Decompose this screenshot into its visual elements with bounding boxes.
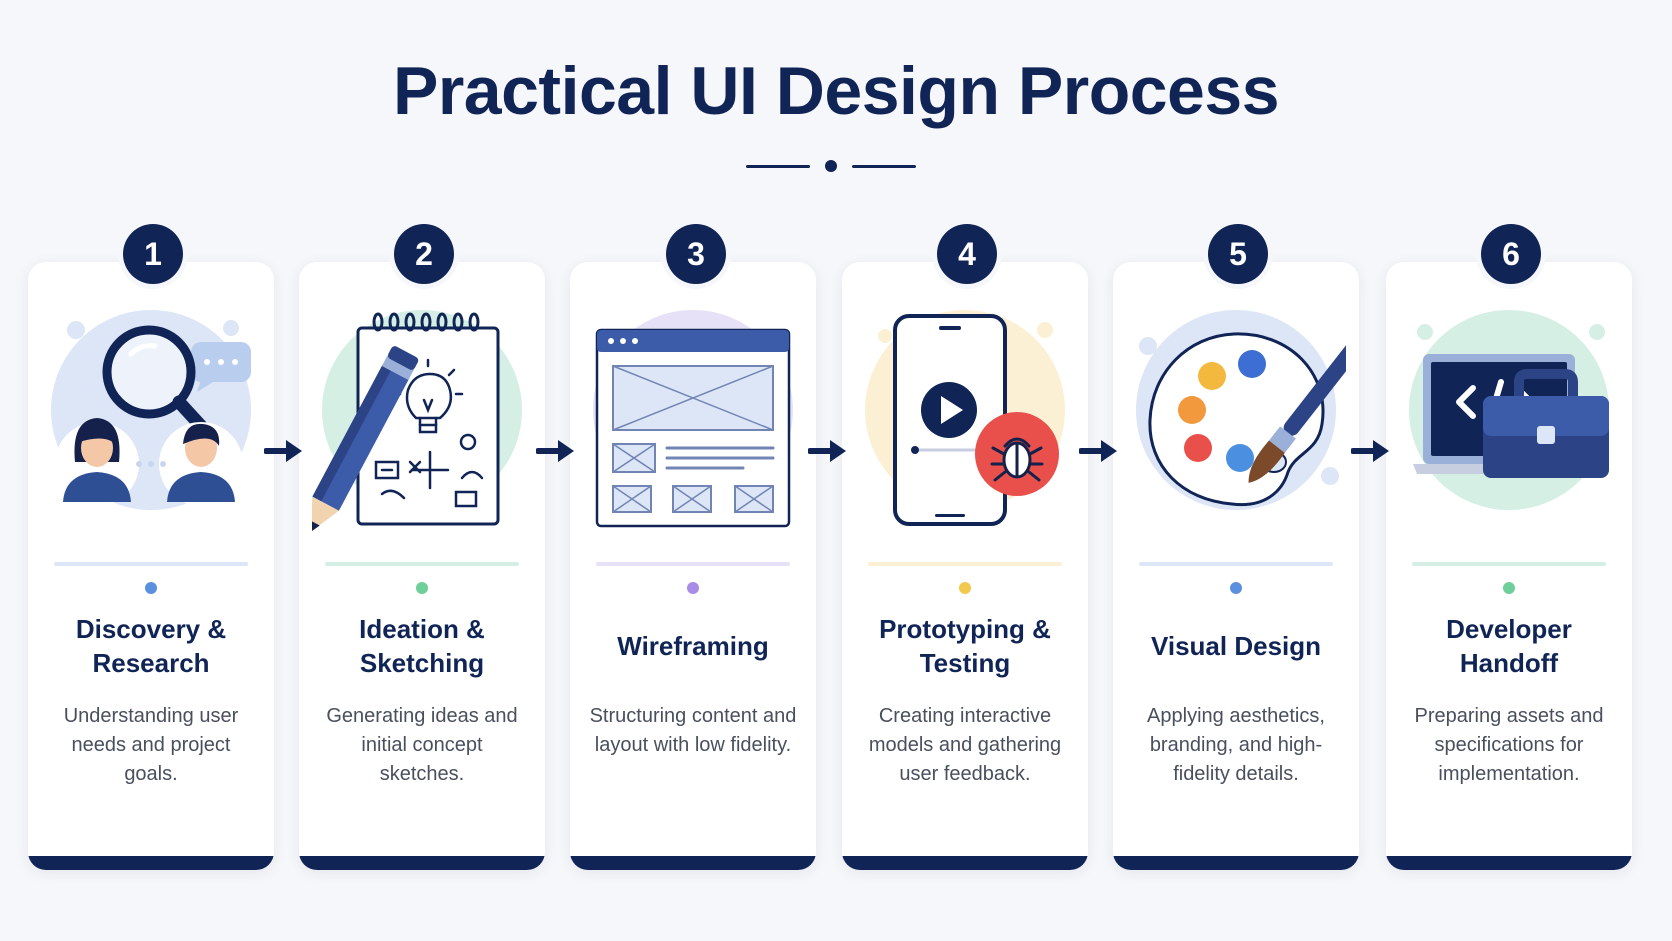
step-dot	[145, 582, 157, 594]
step-5-title: Visual Design	[1121, 629, 1351, 663]
step-6-title: Developer Handoff	[1394, 612, 1624, 680]
arrow-right-icon	[1351, 440, 1389, 462]
step-4-description: Creating interactive models and gatherin…	[868, 705, 1062, 785]
step-4-title-line: Testing	[919, 648, 1011, 678]
step-1-title-line: Discovery &	[75, 614, 227, 644]
step-card-prototyping: Prototyping & Testing Creating interacti…	[842, 262, 1088, 870]
step-6-title-line: Handoff	[1459, 648, 1559, 678]
step-4-title: Prototyping & Testing	[850, 612, 1080, 680]
step-3-title-line: Wireframing	[617, 631, 769, 661]
arrow-right-icon	[264, 440, 302, 462]
step-2-description: Generating ideas and initial concept ske…	[326, 705, 518, 785]
step-2-title: Ideation & Sketching	[307, 612, 537, 680]
card-separator	[325, 562, 519, 566]
step-2-title-line: Sketching	[359, 648, 485, 678]
step-dot	[416, 582, 428, 594]
card-footer-bar	[842, 856, 1088, 870]
card-separator	[596, 562, 790, 566]
title-divider	[746, 158, 916, 174]
step-5-number-badge: 5	[1208, 224, 1268, 284]
step-1-description: Understanding user needs and project goa…	[63, 705, 239, 785]
handoff-icon	[1409, 310, 1609, 510]
palette-icon	[1136, 310, 1346, 510]
step-3-number-badge: 3	[666, 224, 726, 284]
step-dot	[1230, 582, 1242, 594]
step-1-title: Discovery & Research	[36, 612, 266, 680]
card-separator	[868, 562, 1062, 566]
step-6-number-badge: 6	[1481, 224, 1541, 284]
step-card-visual-design: Visual Design Applying aesthetics, brand…	[1113, 262, 1359, 870]
arrow-right-icon	[536, 440, 574, 462]
step-3-title: Wireframing	[578, 629, 808, 663]
card-footer-bar	[570, 856, 816, 870]
step-card-ideation: Ideation & Sketching Generating ideas an…	[299, 262, 545, 870]
step-6-title-line: Developer	[1446, 614, 1572, 644]
step-card-developer-handoff: Developer Handoff Preparing assets and s…	[1386, 262, 1632, 870]
step-dot	[687, 582, 699, 594]
step-5-title-line: Visual Design	[1150, 631, 1322, 661]
step-4-title-line: Prototyping &	[879, 614, 1051, 644]
arrow-right-icon	[808, 440, 846, 462]
step-3-description: Structuring content and layout with low …	[589, 705, 797, 756]
step-2-title-line: Ideation &	[359, 614, 485, 644]
page-title: Practical UI Design Process	[392, 53, 1280, 129]
arrow-right-icon	[1079, 440, 1117, 462]
step-dot	[1503, 582, 1515, 594]
step-5-description: Applying aesthetics, branding, and high-…	[1147, 705, 1325, 785]
card-separator	[54, 562, 248, 566]
card-separator	[1412, 562, 1606, 566]
step-2-number-badge: 2	[394, 224, 454, 284]
step-card-wireframing: Wireframing Structuring content and layo…	[570, 262, 816, 870]
card-footer-bar	[299, 856, 545, 870]
step-4-number-badge: 4	[937, 224, 997, 284]
step-1-title-line: Research	[92, 648, 210, 678]
step-1-number-badge: 1	[123, 224, 183, 284]
step-6-description: Preparing assets and specifications for …	[1414, 705, 1604, 785]
card-footer-bar	[1113, 856, 1359, 870]
wireframe-icon	[593, 310, 793, 528]
card-footer-bar	[1386, 856, 1632, 870]
research-icon	[51, 310, 251, 510]
step-dot	[959, 582, 971, 594]
step-card-discovery: Discovery & Research Understanding user …	[28, 262, 274, 870]
prototype-icon	[865, 310, 1065, 526]
card-footer-bar	[28, 856, 274, 870]
sketch-icon	[312, 310, 522, 532]
card-separator	[1139, 562, 1333, 566]
